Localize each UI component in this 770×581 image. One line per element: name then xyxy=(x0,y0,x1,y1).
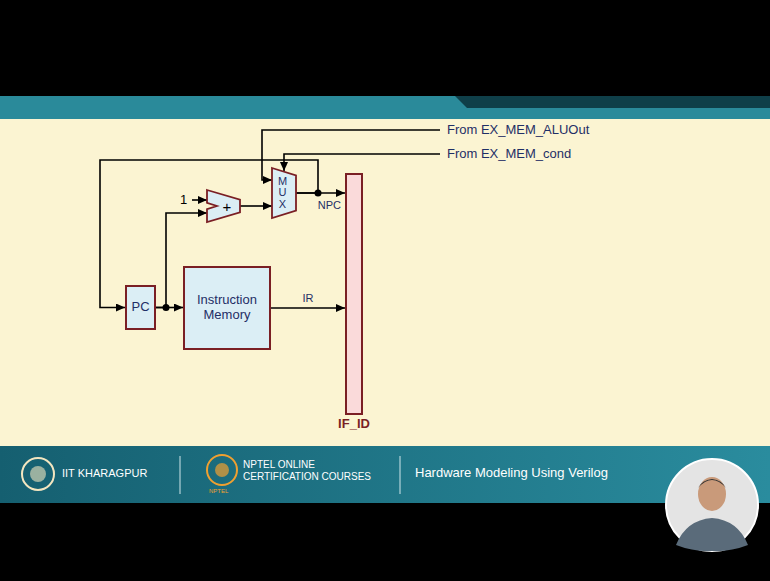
memory-box: Instruction Memory xyxy=(183,266,271,350)
presenter-video xyxy=(666,459,758,551)
course-provider: NPTEL ONLINE CERTIFICATION COURSES xyxy=(243,459,383,483)
pipeline-register: IF_ID xyxy=(345,173,363,415)
signal-wire xyxy=(240,205,272,207)
cond-wire xyxy=(284,154,440,171)
signal-name: From EX_MEM_cond xyxy=(447,146,571,162)
node-label: + xyxy=(216,199,232,214)
presenter-body xyxy=(676,518,748,551)
nptel-logo-core xyxy=(215,463,229,477)
slide-ground xyxy=(0,119,770,446)
signal-wire xyxy=(271,307,345,309)
footer-separator xyxy=(180,456,181,494)
nptel-logo xyxy=(207,455,237,485)
constant-input: 1 xyxy=(180,192,187,208)
constant-wire xyxy=(192,199,207,201)
node-label: Instruction Memory xyxy=(187,293,267,323)
signal-name: NPC xyxy=(317,199,342,211)
footer-band xyxy=(0,446,770,503)
junction-dot xyxy=(163,304,170,311)
junction-dot xyxy=(315,190,322,197)
mux-symbol: M U X xyxy=(272,168,296,218)
institute-name: IIT KHARAGPUR xyxy=(62,467,147,480)
presenter-hair xyxy=(698,479,726,488)
iit-logo-core xyxy=(30,466,46,482)
adder-symbol: + xyxy=(207,190,240,222)
register-box: PC xyxy=(125,285,156,330)
logo-caption: NPTEL xyxy=(209,488,228,495)
signal-name: IR xyxy=(302,292,315,304)
course-title: Hardware Modeling Using Verilog xyxy=(415,465,608,481)
node-label: PC xyxy=(131,300,149,315)
footer-separator xyxy=(400,456,401,494)
header-accent xyxy=(455,96,770,108)
iit-logo xyxy=(22,458,54,490)
presenter-head xyxy=(698,477,726,511)
register-name: IF_ID xyxy=(338,417,370,432)
signal-name: From EX_MEM_ALUOut xyxy=(447,122,589,138)
header-band xyxy=(0,96,770,119)
node-label: M U X xyxy=(277,176,288,211)
